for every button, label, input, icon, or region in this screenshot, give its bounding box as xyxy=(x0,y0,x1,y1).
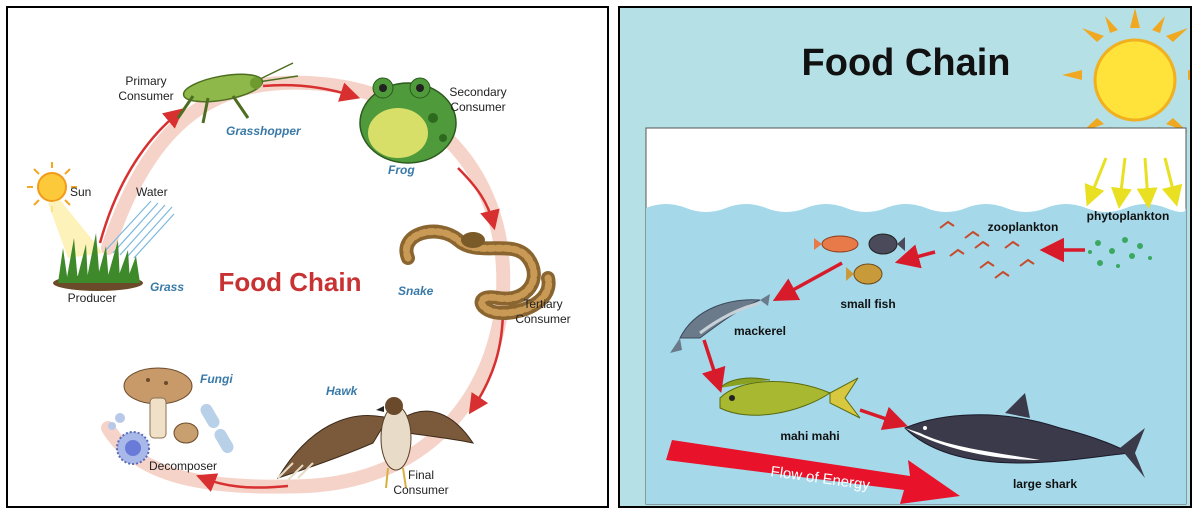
tertiary-name: Snake xyxy=(398,284,434,298)
water-label: Water xyxy=(136,185,168,199)
right-title: Food Chain xyxy=(802,42,1011,84)
producer-name: Grass xyxy=(150,280,184,294)
producer-role: Producer xyxy=(68,291,117,305)
tertiary-role-1: Tertiary xyxy=(523,297,562,311)
primary-role-2: Consumer xyxy=(118,89,173,103)
final-role-2: Consumer xyxy=(393,483,448,497)
final-role-1: Final xyxy=(408,468,434,482)
mahi-mahi-label: mahi mahi xyxy=(780,429,839,443)
large-shark-label: large shark xyxy=(1013,477,1077,491)
sun-label: Sun xyxy=(70,185,91,199)
terrestrial-diagram: Food Chain Sun Water Producer Grass Prim… xyxy=(8,8,609,508)
ocean-diagram: Food Chain xyxy=(620,8,1192,508)
secondary-role-2: Consumer xyxy=(450,100,505,114)
tertiary-role-2: Consumer xyxy=(515,312,570,326)
decomposer-role: Decomposer xyxy=(149,459,217,473)
primary-name: Grasshopper xyxy=(226,124,302,138)
final-name: Hawk xyxy=(326,384,359,398)
secondary-name: Frog xyxy=(388,163,415,177)
decomposer-name: Fungi xyxy=(200,372,233,386)
left-title: Food Chain xyxy=(219,267,362,297)
phytoplankton-label: phytoplankton xyxy=(1087,209,1170,223)
mackerel-label: mackerel xyxy=(734,324,786,338)
ocean-food-chain-panel: Food Chain xyxy=(618,6,1192,508)
primary-role-1: Primary xyxy=(125,74,166,88)
zooplankton-label: zooplankton xyxy=(988,220,1059,234)
frog-icon xyxy=(360,78,456,163)
terrestrial-food-chain-panel: Food Chain Sun Water Producer Grass Prim… xyxy=(6,6,609,508)
small-fish-label: small fish xyxy=(840,297,895,311)
secondary-role-1: Secondary xyxy=(449,85,506,99)
